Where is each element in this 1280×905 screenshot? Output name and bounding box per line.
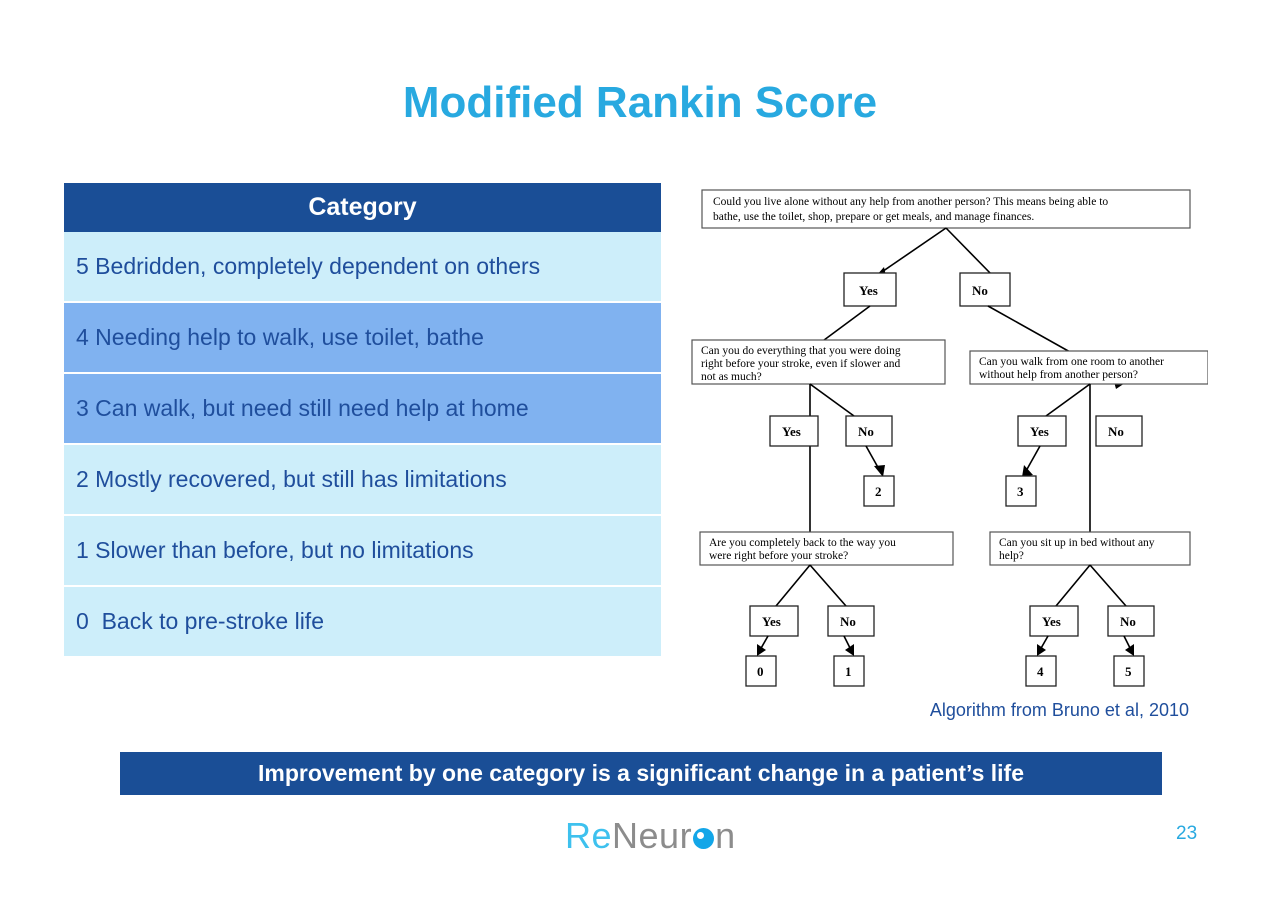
category-table-header: Category [64, 183, 661, 232]
flow-box-result-5 [1113, 655, 1145, 687]
flow-box-result-1 [833, 655, 865, 687]
flow-label-l3-right-no: No [1120, 614, 1136, 629]
flow-result-4: 4 [1037, 664, 1044, 679]
key-message-banner: Improvement by one category is a signifi… [120, 752, 1162, 795]
reneuron-logo: Re Neur n [565, 815, 736, 857]
arrowhead-to-result-3 [1022, 465, 1033, 477]
flow-root-question-line1: Could you live alone without any help fr… [713, 196, 1108, 208]
flow-label-l2-left-no: No [858, 424, 874, 439]
flow-edge-root-yes [875, 227, 947, 277]
flow-label-root-no: No [972, 283, 988, 298]
flow-label-l2-right-yes: Yes [1030, 424, 1049, 439]
flow-label-l3-left-no: No [840, 614, 856, 629]
category-table: Category 5 Bedridden, completely depende… [64, 183, 661, 658]
flow-left-question-line3: not as much? [701, 371, 762, 383]
flow-label-l3-right-yes: Yes [1042, 614, 1061, 629]
flow-edge-left-no [809, 383, 855, 417]
flow-box-l3-left-no [827, 605, 875, 637]
flow-result-5: 5 [1125, 664, 1132, 679]
flow-root-question-line2: bathe, use the toilet, shop, prepare or … [713, 211, 1034, 223]
flow-box-root-question [701, 189, 1191, 229]
flow-box-l3-right-no [1107, 605, 1155, 637]
flow-box-l2-left-no [845, 415, 893, 447]
flow-box-l3-left-yes [749, 605, 799, 637]
flow-bottom-left-question-line2: were right before your stroke? [709, 550, 848, 562]
flow-box-bottom-left-question [699, 531, 954, 566]
flow-label-l2-left-yes: Yes [782, 424, 801, 439]
reneuron-dot-icon [693, 828, 715, 849]
flow-edge-bl-yes [775, 564, 811, 607]
flow-bottom-left-question-line1: Are you completely back to the way you [709, 537, 896, 549]
flow-left-question-line1: Can you do everything that you were doin… [701, 345, 901, 357]
flow-box-result-3 [1005, 475, 1037, 507]
flow-box-result-4 [1025, 655, 1057, 687]
flow-box-l2-right-no [1095, 415, 1143, 447]
flow-edge-root-no [945, 227, 994, 277]
flow-label-l3-left-yes: Yes [762, 614, 781, 629]
flow-result-1: 1 [845, 664, 852, 679]
arrowhead-to-result-0 [757, 644, 766, 656]
flow-edge-right-yes [1045, 383, 1091, 417]
flow-box-result-0 [745, 655, 777, 687]
table-row: 4 Needing help to walk, use toilet, bath… [64, 303, 661, 374]
flow-edge-br-yes [1055, 564, 1091, 607]
table-row: 5 Bedridden, completely dependent on oth… [64, 232, 661, 303]
flow-box-result-2 [863, 475, 895, 507]
page-title: Modified Rankin Score [402, 78, 878, 127]
arrowhead-to-result-2 [874, 465, 885, 477]
flow-result-3: 3 [1017, 484, 1024, 499]
flow-edge-yes-to-left-q [815, 305, 871, 347]
table-row: 3 Can walk, but need still need help at … [64, 374, 661, 445]
flow-box-bottom-right-question [989, 531, 1191, 566]
flow-bottom-right-question-line2: help? [999, 550, 1024, 562]
flow-right-question-line2: without help from another person? [979, 369, 1138, 381]
arrowhead-to-result-4 [1037, 644, 1046, 656]
flow-label-l2-right-no: No [1108, 424, 1124, 439]
flow-right-question-line1: Can you walk from one room to another [979, 356, 1164, 368]
flow-edge-bl-no [809, 564, 847, 607]
flow-box-l3-right-yes [1029, 605, 1079, 637]
flow-box-left-question [691, 339, 946, 385]
flow-bottom-right-question-line1: Can you sit up in bed without any [999, 537, 1155, 549]
flow-result-0: 0 [757, 664, 764, 679]
flow-label-root-yes: Yes [859, 283, 878, 298]
flow-result-2: 2 [875, 484, 882, 499]
logo-text-n: n [715, 815, 736, 856]
table-row: 2 Mostly recovered, but still has limita… [64, 445, 661, 516]
flow-left-question-line2: right before your stroke, even if slower… [701, 358, 901, 370]
source-caption: Algorithm from Bruno et al, 2010 [929, 700, 1189, 720]
table-row: 0 Back to pre-stroke life [64, 587, 661, 658]
mrs-decision-flowchart: Could you live alone without any help fr… [691, 189, 1208, 687]
table-row: 1 Slower than before, but no limitations [64, 516, 661, 587]
arrowhead-to-result-1 [845, 644, 854, 656]
logo-text-re: Re [565, 815, 613, 856]
flow-edge-l2-yes-to-3 [1025, 445, 1041, 472]
flow-box-root-no [959, 272, 1011, 307]
page-number: 23 [1176, 823, 1198, 844]
flow-box-right-question [969, 350, 1208, 385]
flow-box-l2-right-yes [1017, 415, 1067, 447]
arrowhead-to-result-5 [1125, 644, 1134, 656]
flow-box-l2-left-yes [769, 415, 819, 447]
flow-edge-br-no [1089, 564, 1127, 607]
logo-text-neur: Neur [612, 815, 693, 856]
